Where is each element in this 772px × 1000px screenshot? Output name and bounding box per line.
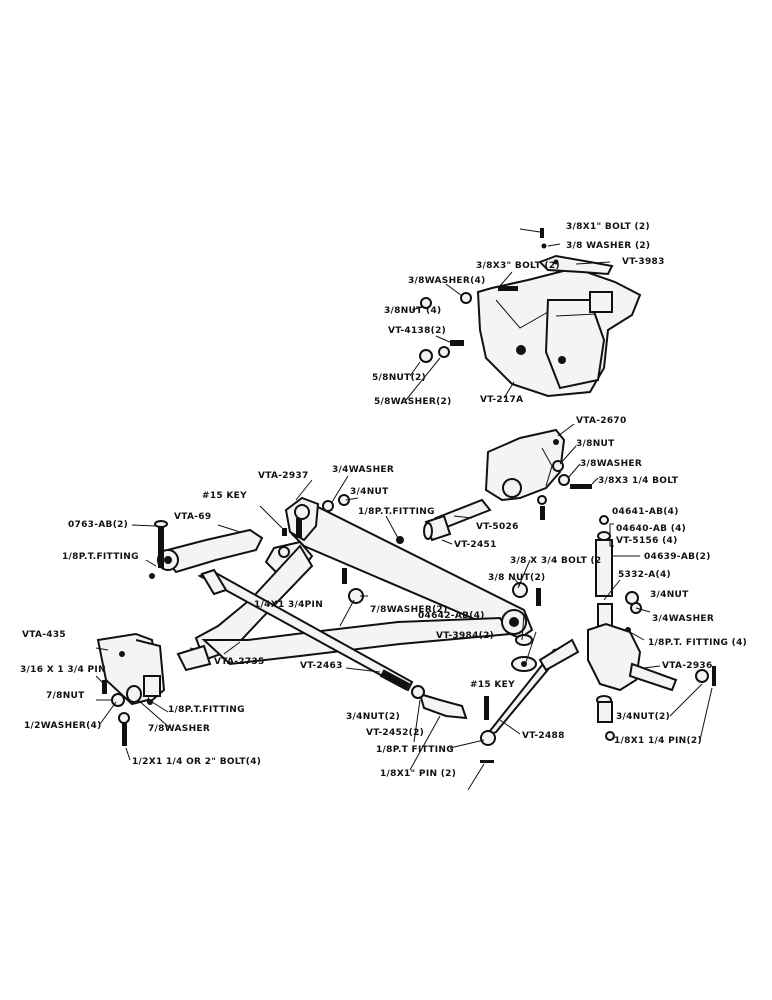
a-frame-hardware [149,494,404,604]
label-vt-2451: VT-2451 [454,540,497,550]
bracket-vta-435 [96,632,166,706]
label-bolt-1-2x1-1-4: 1/2X1 1/4 OR 2" BOLT(4) [132,757,261,767]
label-washer-3-8: 3/8WASHER [580,459,642,469]
label-vta-435: VTA-435 [22,630,66,640]
label-pin-1-8x1: 1/8X1" PIN (2) [380,769,456,779]
label-15-key-bottom: #15 KEY [470,680,515,690]
plate-vt-3983 [538,254,614,276]
bushing-stack [595,515,642,633]
label-pt-fitting-bracket: 1/8P.T.FITTING [168,705,245,715]
label-pin-1-4x1-3-4: 1/4X1 3/4PIN [254,600,323,610]
label-nut-3-4-2-right: 3/4NUT(2) [616,712,670,722]
label-washer-7-8-2: 7/8WASHER(2) [370,605,447,615]
label-vta-2937: VTA-2937 [258,471,309,481]
label-washer-7-8: 7/8WASHER [148,724,210,734]
label-washer-1-2-4: 1/2WASHER(4) [24,721,101,731]
bracket-vta-2670 [484,428,566,502]
bolt-and-nut [512,582,541,606]
label-nut-3-8-4: 3/8NUT (4) [384,306,441,316]
tie-rod-vt-2488 [480,638,580,763]
label-vt-4138: VT-4138(2) [388,326,446,336]
label-nut-3-4-top: 3/4NUT [350,487,389,497]
label-pt-fitting-4: 1/8P.T. FITTING (4) [648,638,747,648]
label-pin-1-8x1-1-4: 1/8X1 1/4 PIN(2) [614,736,702,746]
label-washer-5-8: 5/8WASHER(2) [374,397,451,407]
label-vt-3984: VT-3984(2) [436,631,494,641]
label-nut-3-4-mid: 3/4NUT [650,590,689,600]
label-vta-69: VTA-69 [174,512,211,522]
label-pt-fitting-left: 1/8P.T.FITTING [62,552,139,562]
label-vta-2936: VTA-2936 [662,661,713,671]
bracket-vt-217a [476,266,642,398]
label-bolt-3-8x1: 3/8X1" BOLT (2) [566,222,650,232]
label-nut-3-8-2: 3/8 NUT(2) [488,573,545,583]
label-04640-ab: 04640-AB (4) [616,524,686,534]
label-washer-3-4-top: 3/4WASHER [332,465,394,475]
label-bolt-3-8x3: 3/8X3" BOLT (2) [476,261,560,271]
bushing-vt-2451 [423,514,452,542]
label-04642-ab: 04642-AB(4) [418,611,485,621]
label-04641-ab: 04641-AB(4) [612,507,679,517]
label-04639-ab: 04639-AB(2) [644,552,711,562]
tie-rod-end-vt-2452 [411,685,468,720]
label-washer-3-8-4: 3/8WASHER(4) [408,276,485,286]
label-vta-2735: VTA-2735 [214,657,265,667]
lower-leaders [95,475,713,791]
label-nut-5-8: 5/8NUT(2) [372,373,426,383]
label-nut-7-8: 7/8NUT [46,691,85,701]
bracket-hardware [419,228,547,363]
label-5332-a: 5332-A(4) [618,570,671,580]
vta-2670-hardware [537,460,592,520]
label-nut-3-4-2-center: 3/4NUT(2) [346,712,400,722]
label-15-key-top: #15 KEY [202,491,247,501]
label-0763-ab: 0763-AB(2) [68,520,128,530]
label-bolt-3-8x3-4: 3/8 X 3/4 BOLT (2 [510,556,601,566]
washers-under-beam [511,634,537,672]
label-vt-3983: VT-3983 [622,257,665,267]
label-nut-3-8: 3/8NUT [576,439,615,449]
label-washer-3-8-2: 3/8 WASHER (2) [566,241,650,251]
callout-labels: 3/8X1" BOLT (2) 3/8 WASHER (2) 3/8X3" BO… [20,222,747,779]
vta-69-arm [157,528,264,596]
label-pt-fitting-bottom: 1/8P.T FITTING [376,745,454,755]
spindle-vta-2936 [587,622,716,741]
label-vt-2488: VT-2488 [522,731,565,741]
label-vta-2670: VTA-2670 [576,416,627,426]
label-vt-217a: VT-217A [480,395,523,405]
label-vt-2463: VT-2463 [300,661,343,671]
vta-2937-arm [284,496,320,542]
label-pt-fitting-top: 1/8P.T.FITTING [358,507,435,517]
label-pin-3-16x1-3-4: 3/16 X 1 3/4 PIN [20,665,106,675]
label-bolt-3-8x3-1-4: 3/8X3 1/4 BOLT [598,476,679,486]
label-vt-5156: VT-5156 (4) [616,536,678,546]
vta-2670-leaders [557,423,599,485]
bracket-leaders [405,228,611,401]
label-washer-3-4-mid: 3/4WASHER [652,614,714,624]
label-vt-2452: VT-2452(2) [366,728,424,738]
label-vt-5026: VT-5026 [476,522,519,532]
